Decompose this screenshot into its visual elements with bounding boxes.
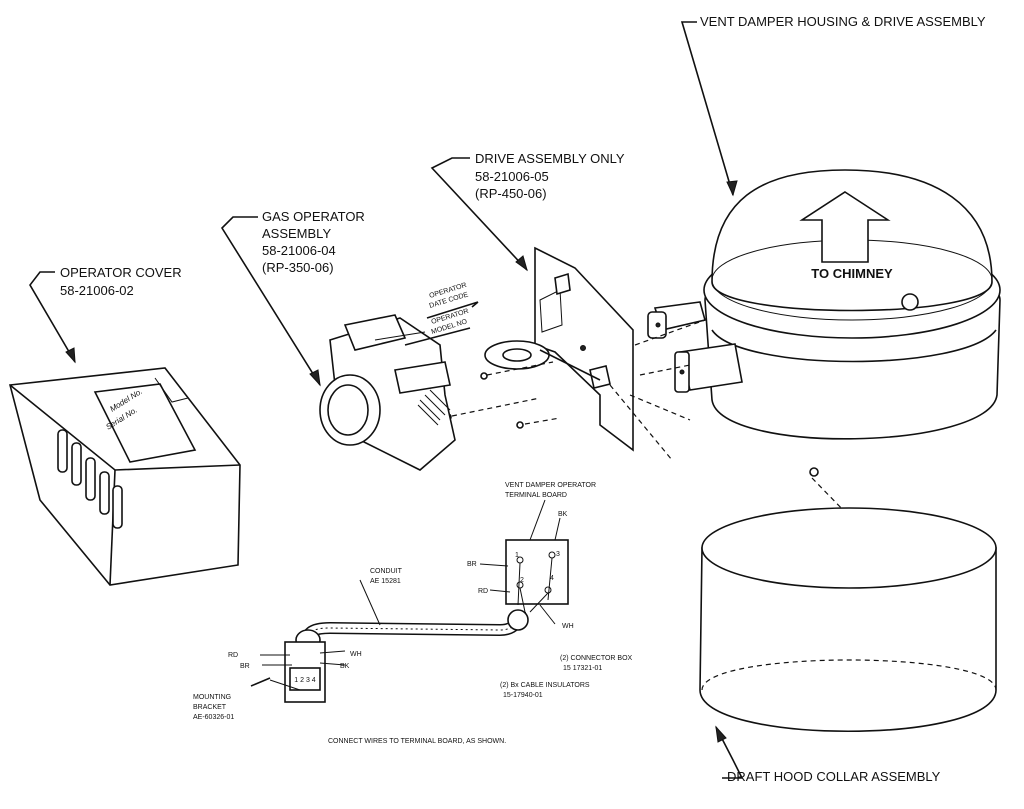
draft-hood-collar — [699, 507, 997, 732]
mb-terminal-numbers: 1 2 3 4 — [294, 677, 316, 684]
operator-cover-title: OPERATOR COVER — [60, 265, 182, 280]
tb-terminal-3: 3 — [556, 551, 560, 558]
bx-insulators-label-line2: 15-17940-01 — [503, 692, 543, 699]
tb-wire-bk: BK — [558, 511, 568, 518]
operator-cover-part-number: 58-21006-02 — [60, 283, 134, 298]
draft-hood-label: DRAFT HOOD COLLAR ASSEMBLY — [727, 769, 941, 784]
mb-wire-br: BR — [240, 663, 250, 670]
gas-operator-rp-number: (RP-350-06) — [262, 260, 334, 275]
terminal-board-label-line2: TERMINAL BOARD — [505, 492, 567, 499]
tb-terminal-2: 2 — [520, 577, 524, 584]
tb-wire-wh: WH — [562, 623, 574, 630]
tb-wire-br: BR — [467, 561, 477, 568]
bx-insulators-label-line1: (2) Bx CABLE INSULATORS — [500, 682, 590, 689]
text-labels: VENT DAMPER HOUSING & DRIVE ASSEMBLY DRI… — [60, 14, 986, 784]
connector-label-line2: 15 17321-01 — [563, 665, 602, 672]
terminal-board: 1 2 3 4 — [479, 499, 569, 625]
gas-operator-part-number: 58-21006-04 — [262, 243, 336, 258]
drive-assembly-part-number: 58-21006-05 — [475, 169, 549, 184]
mb-wire-bk: BK — [340, 663, 350, 670]
callout-leaders — [29, 21, 744, 779]
mounting-bracket-label-line2: BRACKET — [193, 704, 227, 711]
vent-damper-label: VENT DAMPER HOUSING & DRIVE ASSEMBLY — [700, 14, 986, 29]
mb-wire-wh: WH — [350, 651, 362, 658]
mounting-bracket-label-line1: MOUNTING — [193, 694, 231, 701]
tb-terminal-1: 1 — [515, 552, 519, 559]
mb-wire-rd: RD — [228, 652, 238, 659]
to-chimney-label: TO CHIMNEY — [811, 266, 893, 281]
mounting-bracket: 1 2 3 4 — [260, 641, 346, 703]
up-arrow-icon — [799, 191, 891, 263]
housing-brackets — [647, 301, 743, 393]
vent-damper-housing: TO CHIMNEY — [703, 169, 1001, 440]
conduit-label-line1: CONDUIT — [370, 568, 403, 575]
drive-assembly-title: DRIVE ASSEMBLY ONLY — [475, 151, 625, 166]
gas-operator-title-line2: ASSEMBLY — [262, 226, 331, 241]
drive-assembly-plate — [484, 246, 634, 452]
drive-assembly-rp-number: (RP-450-06) — [475, 186, 547, 201]
terminal-board-label-line1: VENT DAMPER OPERATOR — [505, 482, 596, 489]
tb-terminal-4: 4 — [550, 575, 554, 582]
assembly-lines — [451, 319, 849, 516]
gas-operator-title-line1: GAS OPERATOR — [262, 209, 365, 224]
tb-wire-rd: RD — [478, 588, 488, 595]
gas-operator — [319, 314, 456, 471]
conduit-label-line2: AE 15281 — [370, 578, 401, 585]
operator-cover: Model No. Serial No. — [8, 367, 241, 586]
connector-label-line1: (2) CONNECTOR BOX — [560, 655, 633, 662]
connect-wires-note: CONNECT WIRES TO TERMINAL BOARD, AS SHOW… — [328, 738, 506, 745]
mounting-bracket-label-line3: AE-60326-01 — [193, 714, 234, 721]
